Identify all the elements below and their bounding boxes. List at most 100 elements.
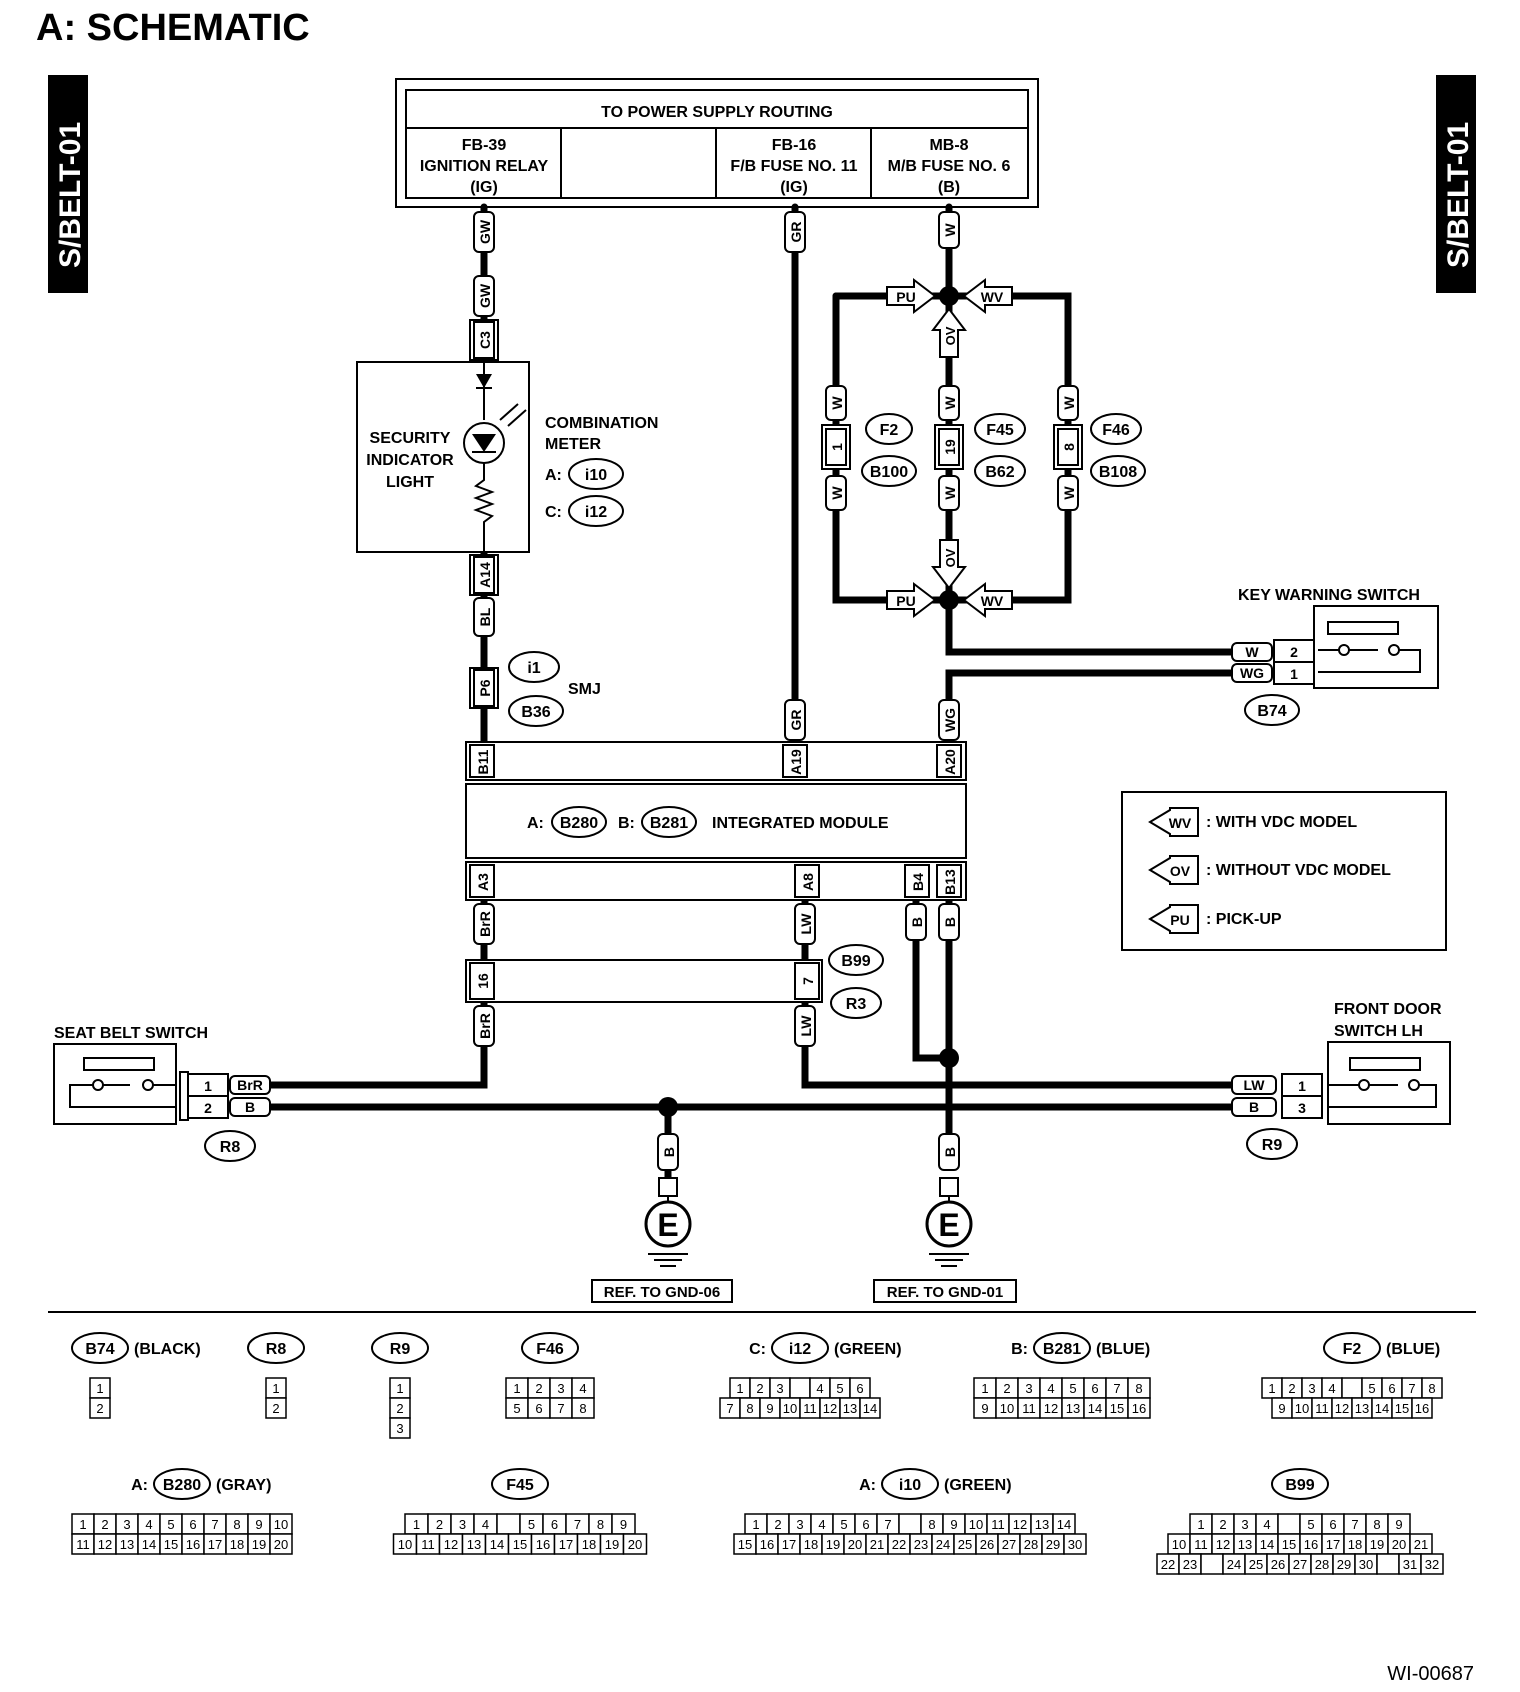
fds-pin-1: 1 bbox=[1298, 1078, 1306, 1094]
connector-pin: 11 bbox=[76, 1537, 90, 1552]
connector-pin: 15 bbox=[164, 1537, 178, 1552]
conn-c-prefix: C: bbox=[545, 504, 562, 521]
svg-text:B: B bbox=[909, 917, 925, 927]
connector-pin: 22 bbox=[1161, 1557, 1175, 1572]
key-warning-switch: 2 1 bbox=[1273, 605, 1439, 689]
fuse-conn-b108: B108 bbox=[1090, 455, 1146, 487]
connector-pin: 20 bbox=[628, 1537, 642, 1552]
svg-text:GW: GW bbox=[477, 283, 493, 308]
side-tab-right: S/BELT-01 bbox=[1436, 75, 1476, 293]
module-a-prefix: A: bbox=[527, 815, 544, 832]
ground-right: B E REF. TO GND-01 bbox=[873, 1133, 1017, 1303]
connector-pin: 2 bbox=[396, 1401, 403, 1416]
connector-pin: 24 bbox=[936, 1537, 950, 1552]
connector-pin: 27 bbox=[1002, 1537, 1016, 1552]
connector-pin: 8 bbox=[746, 1401, 753, 1416]
connector-pin: 17 bbox=[1326, 1537, 1340, 1552]
fds-pin-3: 3 bbox=[1298, 1100, 1306, 1116]
connector-pin: 14 bbox=[490, 1537, 504, 1552]
svg-text:W: W bbox=[829, 396, 845, 410]
connector-pin: 7 bbox=[557, 1401, 564, 1416]
connector-pin: 17 bbox=[559, 1537, 573, 1552]
legend-text-wv: : WITH VDC MODEL bbox=[1206, 814, 1357, 831]
connector-pin: 8 bbox=[579, 1401, 586, 1416]
connector-pin: 6 bbox=[535, 1401, 542, 1416]
connector-view-id: i10 bbox=[899, 1477, 921, 1494]
connector-view-color: (GREEN) bbox=[834, 1341, 902, 1358]
wires bbox=[224, 203, 1236, 1182]
conn-r9-badge: R9 bbox=[1246, 1128, 1298, 1160]
connector-view-prefix: A: bbox=[859, 1477, 876, 1494]
connector-view-id: B281 bbox=[1043, 1341, 1081, 1358]
connector-pin: 12 bbox=[98, 1537, 112, 1552]
ground-left-ref: REF. TO GND-06 bbox=[604, 1284, 720, 1301]
connector-pin: 4 bbox=[1328, 1381, 1335, 1396]
connector-pin: 3 bbox=[557, 1381, 564, 1396]
svg-text:B: B bbox=[1249, 1099, 1259, 1115]
page-title: A: SCHEMATIC bbox=[36, 7, 310, 49]
wire-label-w-top: W bbox=[938, 211, 960, 249]
connector-pin: 4 bbox=[145, 1517, 152, 1532]
seat-belt-switch: 1 2 bbox=[53, 1043, 229, 1125]
connector-pin: 26 bbox=[1271, 1557, 1285, 1572]
branch-arrows-bottom: PU WV OV bbox=[886, 539, 1013, 619]
connector-pin: 20 bbox=[848, 1537, 862, 1552]
connector-pin: 1 bbox=[752, 1517, 759, 1532]
integrated-module: B11 A19 A20 A: B280 B: B281 INTEGRATED M… bbox=[465, 741, 967, 901]
connector-pin: 4 bbox=[1263, 1517, 1270, 1532]
connector-pin: 5 bbox=[1069, 1381, 1076, 1396]
conn-b74-badge: B74 bbox=[1244, 694, 1300, 726]
connector-pin: 31 bbox=[1403, 1557, 1417, 1572]
connector-pin: 28 bbox=[1315, 1557, 1329, 1572]
connector-pin: 30 bbox=[1359, 1557, 1373, 1572]
connector-pin: 30 bbox=[1068, 1537, 1082, 1552]
svg-text:LW: LW bbox=[798, 1015, 814, 1037]
pin-label-a14: A14 bbox=[469, 554, 499, 596]
front-door-switch-label-l2: SWITCH LH bbox=[1334, 1023, 1423, 1040]
connector-pin: 4 bbox=[482, 1517, 489, 1532]
connector-view-id: B99 bbox=[1285, 1477, 1314, 1494]
connector-pin: 16 bbox=[186, 1537, 200, 1552]
connector-pin: 5 bbox=[528, 1517, 535, 1532]
pin-label-c3: C3 bbox=[469, 319, 499, 361]
fuse-conn-b100: B100 bbox=[861, 455, 917, 487]
connector-pin: 2 bbox=[774, 1517, 781, 1532]
connector-pin: 3 bbox=[1308, 1381, 1315, 1396]
connector-pin: 13 bbox=[843, 1401, 857, 1416]
connector-pin: 7 bbox=[574, 1517, 581, 1532]
connector-pin: 12 bbox=[1044, 1401, 1058, 1416]
connector-pin: 5 bbox=[1368, 1381, 1375, 1396]
smj-conn-i1: i1 bbox=[508, 651, 560, 683]
connector-pin: 8 bbox=[1428, 1381, 1435, 1396]
security-light-l3: LIGHT bbox=[386, 474, 434, 491]
ps-col3-l1: FB-16 bbox=[772, 137, 817, 154]
connector-pin: 12 bbox=[1216, 1537, 1230, 1552]
connector-pin: 24 bbox=[1227, 1557, 1241, 1572]
svg-text:OV: OV bbox=[943, 548, 958, 567]
module-label: INTEGRATED MODULE bbox=[712, 815, 889, 832]
harness-pin-16: 16 bbox=[475, 973, 491, 989]
connector-pin: 15 bbox=[1395, 1401, 1409, 1416]
connector-pin: 12 bbox=[444, 1537, 458, 1552]
connector-pin: 2 bbox=[1003, 1381, 1010, 1396]
svg-text:B100: B100 bbox=[870, 464, 908, 481]
svg-text:BL: BL bbox=[477, 607, 493, 626]
fuse-column-f46: W 8 W bbox=[1053, 385, 1083, 511]
connector-view-color: (GREEN) bbox=[944, 1477, 1012, 1494]
svg-text:B: B bbox=[942, 917, 958, 927]
conn-i10-badge: i10 bbox=[568, 458, 624, 490]
connector-pin: 7 bbox=[1351, 1517, 1358, 1532]
connector-pin: 15 bbox=[1110, 1401, 1124, 1416]
connector-view-id: R9 bbox=[390, 1341, 411, 1358]
svg-text:P6: P6 bbox=[477, 679, 493, 696]
connector-view-color: (BLUE) bbox=[1386, 1341, 1440, 1358]
connector-pin: 14 bbox=[863, 1401, 877, 1416]
wire-label-brr-1: BrR bbox=[473, 903, 495, 945]
ps-col4-l2: M/B FUSE NO. 6 bbox=[888, 158, 1011, 175]
connector-pin: 6 bbox=[1388, 1381, 1395, 1396]
